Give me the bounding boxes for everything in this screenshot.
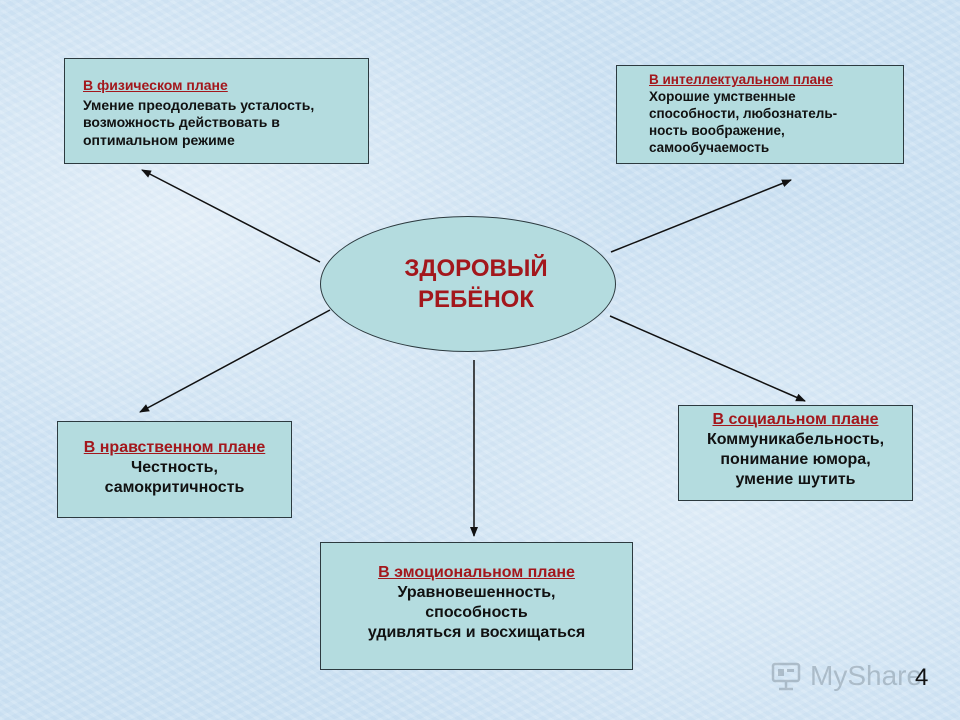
- box-intellectual: В интеллектуальном плане Хорошие умствен…: [616, 65, 904, 164]
- page-number: 4: [915, 664, 929, 691]
- center-ellipse: ЗДОРОВЫЙ РЕБЁНОК: [320, 216, 616, 352]
- watermark-text: MyShare: [810, 660, 923, 691]
- watermark: MyShare: [770, 656, 940, 696]
- box-moral-heading: В нравственном плане: [83, 439, 266, 456]
- center-title: ЗДОРОВЫЙ РЕБЁНОК: [404, 254, 548, 313]
- box-physical-text: Умение преодолевать усталость, возможнос…: [83, 96, 315, 148]
- box-social: В социальном плане Коммуникабельность, п…: [678, 405, 913, 501]
- box-intellectual-text: Хорошие умственные способности, любознат…: [649, 88, 838, 155]
- box-moral-text: Честность, самокритичность: [104, 459, 245, 496]
- box-emotional-text: Уравновешенность, способность удивляться…: [367, 584, 586, 641]
- arrow-to-social: [609, 315, 806, 402]
- box-emotional-heading: В эмоциональном плане: [378, 564, 575, 581]
- arrow-to-intellectual: [610, 179, 792, 253]
- box-emotional: В эмоциональном плане Уравновешенность, …: [320, 542, 633, 670]
- box-intellectual-heading: В интеллектуальном плане: [649, 72, 833, 87]
- projector-icon: [771, 662, 801, 691]
- box-physical: В физическом плане Умение преодолевать у…: [64, 58, 369, 164]
- arrow-to-physical: [141, 169, 321, 263]
- arrow-to-moral: [139, 309, 331, 413]
- box-social-heading: В социальном плане: [712, 411, 879, 428]
- box-moral: В нравственном плане Честность, самокрит…: [57, 421, 292, 518]
- box-physical-heading: В физическом плане: [83, 77, 228, 93]
- box-social-text: Коммуникабельность, понимание юмора, уме…: [706, 431, 885, 488]
